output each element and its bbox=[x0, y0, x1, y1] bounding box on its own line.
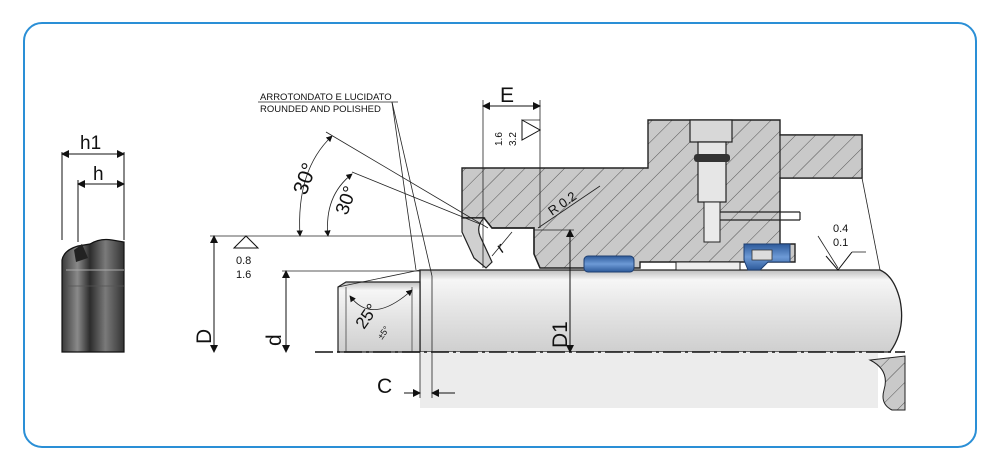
roughness-left: 0.8 1.6 bbox=[232, 235, 260, 281]
shaft-body bbox=[419, 269, 903, 353]
dim-h-label: h bbox=[93, 164, 104, 185]
dim-D-label: D bbox=[193, 329, 216, 344]
note-english: ROUNDED AND POLISHED bbox=[260, 104, 381, 115]
roughness-groove: 1.6 3.2 bbox=[494, 119, 542, 146]
rough-left-top: 0.8 bbox=[236, 255, 251, 267]
seal-profile: h1 h bbox=[61, 133, 125, 353]
housing bbox=[461, 119, 863, 269]
dim-d-label: d bbox=[263, 334, 286, 346]
dim-E-label: E bbox=[500, 84, 514, 107]
rough-left-bottom: 1.6 bbox=[236, 269, 251, 281]
rough-right-top: 0.4 bbox=[833, 223, 848, 235]
roughness-right: 0.4 0.1 bbox=[817, 223, 866, 271]
rough-groove-bottom: 3.2 bbox=[508, 132, 519, 146]
note-italian: ARROTONDATO E LUCIDATO bbox=[260, 92, 392, 103]
surface-note: ARROTONDATO E LUCIDATO ROUNDED AND POLIS… bbox=[258, 92, 433, 277]
dim-D1-label: D1 bbox=[549, 321, 572, 348]
guide-ring bbox=[583, 255, 635, 273]
seal-elements bbox=[461, 217, 791, 273]
rough-right-bottom: 0.1 bbox=[833, 237, 848, 249]
rough-groove-top: 1.6 bbox=[494, 132, 505, 146]
shaft bbox=[315, 269, 906, 411]
dim-C-label: C bbox=[377, 375, 392, 398]
dim-h1-label: h1 bbox=[80, 133, 101, 154]
